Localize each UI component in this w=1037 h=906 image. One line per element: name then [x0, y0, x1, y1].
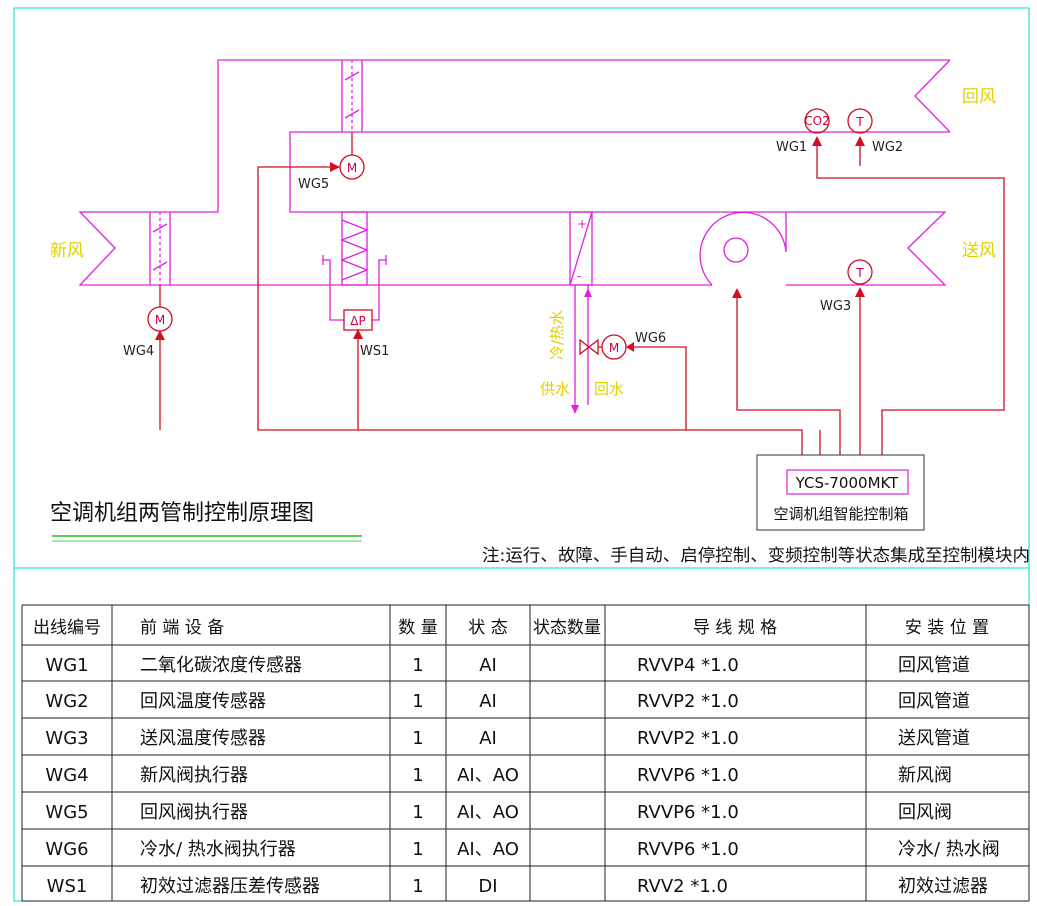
note-text: 注:运行、故障、手自动、启停控制、变频控制等状态集成至控制模块内	[482, 546, 1030, 566]
return-temp-label: T	[855, 115, 864, 129]
tag-wg4: WG4	[123, 344, 154, 359]
table-cell: AI	[479, 691, 497, 712]
table-cell: 送风管道	[898, 728, 970, 749]
table-cell: 二氧化碳浓度传感器	[140, 655, 302, 676]
table-header-cell: 状态数量	[533, 618, 601, 638]
wire-wg5	[257, 166, 803, 455]
table-cell: 初效过滤器压差传感器	[140, 876, 320, 897]
table-header-cell: 前 端 设 备	[140, 618, 224, 638]
return-fresh-duct-outline	[78, 59, 950, 286]
controller-box	[756, 454, 925, 531]
return-temp-sensor-icon	[847, 108, 873, 134]
table-cell: AI	[479, 728, 497, 749]
table-cell: AI、AO	[457, 802, 519, 823]
table-cell: RVV2 *1.0	[637, 876, 728, 897]
table-cell: WS1	[47, 876, 88, 897]
table-cell: 回风阀执行器	[140, 802, 248, 823]
table-header-cell: 安 装 位 置	[905, 618, 989, 638]
table-cell: 1	[412, 876, 423, 897]
table-cell: 1	[412, 765, 423, 786]
table-cell: 回风管道	[898, 655, 970, 676]
table-cell: RVVP6 *1.0	[637, 802, 739, 823]
controller-model: YCS-7000MKT	[795, 474, 900, 492]
table-header-cell: 状 态	[468, 618, 507, 638]
tag-ws1: WS1	[360, 344, 389, 359]
device-table: 出线编号 前 端 设 备 数 量 状 态 状态数量 导 线 规 格 安 装 位 置 WG1 二氧…	[21, 604, 1030, 902]
diff-pressure-label: ΔP	[350, 314, 365, 328]
table-cell: 1	[412, 691, 423, 712]
page-title: 空调机组两管制控制原理图	[50, 501, 314, 526]
tag-wg2: WG2	[872, 140, 903, 155]
table-cell: WG4	[45, 765, 88, 786]
label-return-water: 回水	[594, 380, 624, 398]
table-cell: RVVP4 *1.0	[637, 655, 739, 676]
label-supply-air: 送风	[962, 241, 996, 261]
table-cell: 回风管道	[898, 691, 970, 712]
return-motor-label: M	[347, 161, 357, 175]
wire-wg1	[816, 138, 1005, 455]
sensor-symbols	[147, 108, 873, 360]
coil-minus: -	[577, 269, 581, 283]
duct-system	[78, 59, 951, 405]
label-cool-heat-water: 冷/热水	[548, 310, 566, 360]
return-water-arrow	[584, 288, 592, 297]
table-cell: 新风阀	[898, 765, 952, 786]
table-cell: AI、AO	[457, 765, 519, 786]
tag-wg5: WG5	[298, 177, 329, 192]
water-valve-icon	[579, 338, 599, 356]
return-duct-break	[914, 59, 951, 133]
tag-wg3: WG3	[820, 299, 851, 314]
table-cell: 冷水/ 热水阀执行器	[140, 839, 296, 860]
wiring	[159, 138, 1005, 455]
table-cell: 新风阀执行器	[140, 765, 248, 786]
label-supply-water: 供水	[540, 380, 570, 398]
controller-model-box	[786, 469, 909, 495]
table-header-cell: 出线编号	[33, 618, 101, 638]
valve-motor-label: M	[609, 341, 619, 355]
table-cell: RVVP2 *1.0	[637, 728, 739, 749]
table-cell: 1	[412, 839, 423, 860]
coil-plus: +	[577, 217, 587, 231]
table-cell: WG2	[45, 691, 88, 712]
co2-sensor-icon	[804, 108, 830, 134]
wire-fan	[736, 290, 841, 455]
table-cell: WG1	[45, 655, 88, 676]
table-cell: WG3	[45, 728, 88, 749]
table-cell: 冷水/ 热水阀	[898, 839, 1000, 860]
table-cell: DI	[478, 876, 497, 897]
supply-temp-sensor-icon	[847, 259, 873, 285]
label-fresh-air: 新风	[50, 241, 84, 261]
return-duct-inner	[289, 131, 950, 213]
table-cell: RVVP2 *1.0	[637, 691, 739, 712]
co2-sensor-label: CO2	[804, 114, 829, 128]
supply-duct-outline	[786, 211, 947, 286]
tag-wg6: WG6	[635, 331, 666, 346]
fresh-motor-label: M	[155, 313, 165, 327]
controller-name: 空调机组智能控制箱	[773, 505, 908, 523]
table-cell: 1	[412, 728, 423, 749]
table-cell: 送风温度传感器	[140, 728, 266, 749]
table-cell: RVVP6 *1.0	[637, 839, 739, 860]
wire-wg6	[626, 346, 687, 430]
table-cell: WG6	[45, 839, 88, 860]
table-header-cell: 数 量	[398, 618, 437, 638]
table-cell: AI、AO	[457, 839, 519, 860]
table-header-cell: 导 线 规 格	[693, 618, 777, 638]
table-cell: 回风阀	[898, 802, 952, 823]
table-cell: RVVP6 *1.0	[637, 765, 739, 786]
table-cell: WG5	[45, 802, 88, 823]
label-return-air: 回风	[962, 87, 996, 107]
signal-arrows	[155, 136, 865, 352]
table-cell: AI	[479, 655, 497, 676]
table-cell: 初效过滤器	[898, 876, 988, 897]
table-cell: 1	[412, 802, 423, 823]
supply-temp-label: T	[855, 266, 864, 280]
table-cell: 1	[412, 655, 423, 676]
table-cell: 回风温度传感器	[140, 691, 266, 712]
tag-wg1: WG1	[776, 140, 807, 155]
supply-water-arrow	[571, 405, 579, 414]
